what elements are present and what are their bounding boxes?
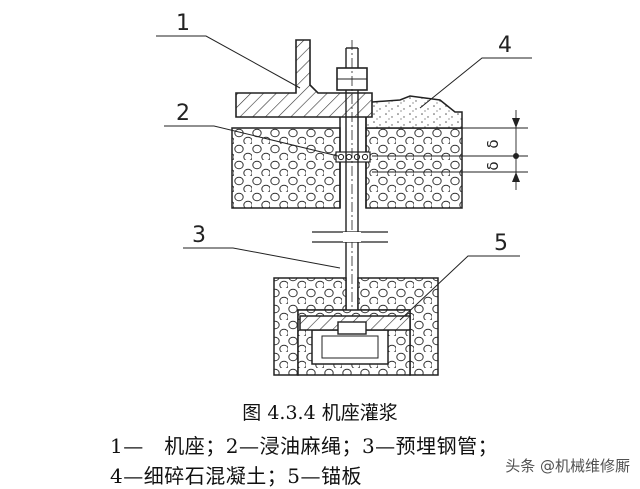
anchor-plate xyxy=(299,315,411,335)
upper-foundation xyxy=(231,127,463,209)
dim-label-delta-upper: δ xyxy=(484,139,502,148)
callout-4: 4 xyxy=(498,33,512,58)
machine-base xyxy=(235,39,373,118)
grouting-diagram: δ δ 1 2 3 4 5 xyxy=(156,11,532,376)
callout-5: 5 xyxy=(494,231,508,256)
watermark-text: 头条 @机械维修厮 xyxy=(505,457,630,475)
dimension-delta: δ δ xyxy=(372,110,528,190)
legend-line-2: 4—细碎石混凝土；5—锚板 xyxy=(110,464,362,488)
dim-label-delta-lower: δ xyxy=(484,161,502,170)
figure-caption: 图 4.3.4 机座灌浆 xyxy=(242,402,398,424)
callout-1: 1 xyxy=(176,11,190,36)
legend-line-1: 1— 机座；2—浸油麻绳；3—预埋钢管； xyxy=(110,434,499,458)
grout-layer xyxy=(365,95,463,129)
break-symbol xyxy=(312,231,388,243)
leader-lines xyxy=(156,35,532,321)
callout-3: 3 xyxy=(192,223,206,248)
callout-2: 2 xyxy=(176,101,190,126)
watermark: 头条 @机械维修厮 xyxy=(505,455,630,476)
hemp-rope xyxy=(335,151,371,163)
